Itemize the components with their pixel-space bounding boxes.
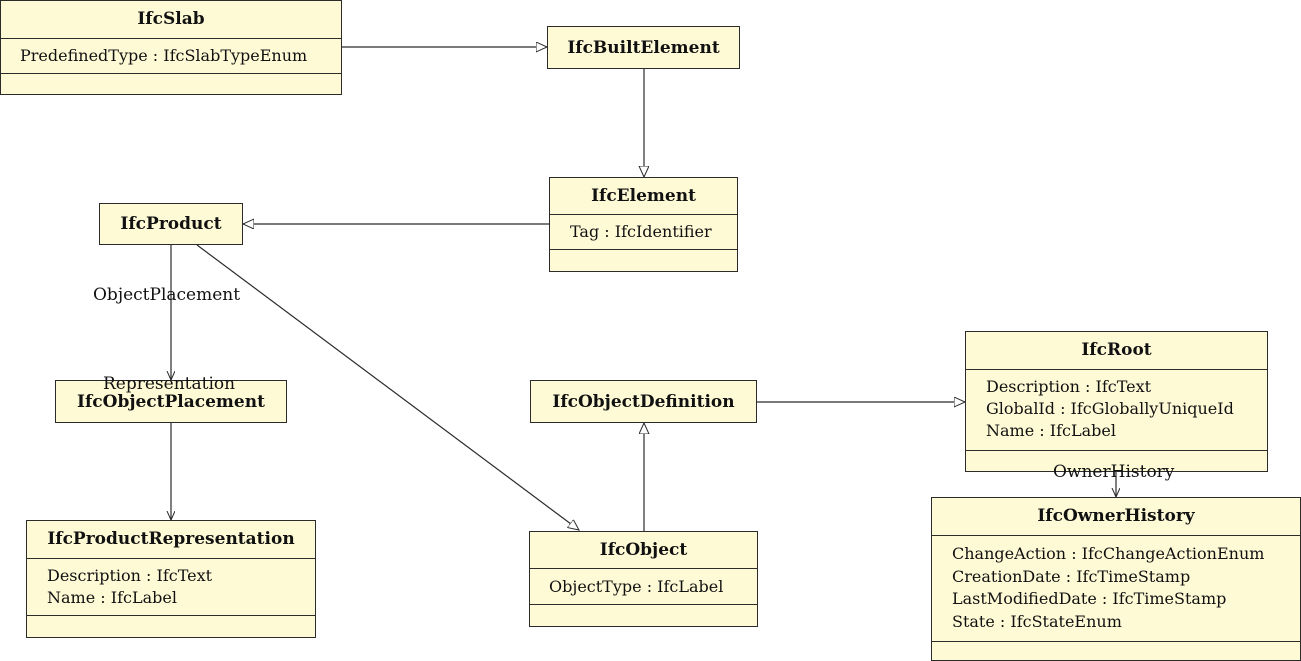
class-ifcelement[interactable]: IfcElement Tag : IfcIdentifier xyxy=(549,177,738,272)
class-attributes: ObjectType : IfcLabel xyxy=(530,568,757,604)
class-ifcownerhistory[interactable]: IfcOwnerHistory ChangeAction : IfcChange… xyxy=(931,497,1301,661)
attribute: PredefinedType : IfcSlabTypeEnum xyxy=(20,46,308,65)
attribute: Name : IfcLabel xyxy=(986,421,1116,440)
label-owner-history: OwnerHistory xyxy=(1053,462,1175,482)
class-name: IfcOwnerHistory xyxy=(1037,506,1195,526)
class-name: IfcRoot xyxy=(1081,340,1152,360)
class-name: IfcObjectDefinition xyxy=(552,391,735,412)
class-ifcproduct[interactable]: IfcProduct xyxy=(99,203,243,245)
class-name: IfcObject xyxy=(599,540,688,560)
class-operations xyxy=(530,604,757,622)
attribute: GlobalId : IfcGloballyUniqueId xyxy=(986,399,1234,418)
attribute: CreationDate : IfcTimeStamp xyxy=(952,566,1191,586)
class-attributes: Tag : IfcIdentifier xyxy=(550,214,737,249)
class-ifcslab[interactable]: IfcSlab PredefinedType : IfcSlabTypeEnum xyxy=(0,0,342,95)
label-object-placement: ObjectPlacement xyxy=(93,285,241,305)
attribute: Description : IfcText xyxy=(47,566,213,585)
attribute: Description : IfcText xyxy=(986,377,1152,396)
class-ifcobjectplacement[interactable]: IfcObjectPlacement xyxy=(55,380,287,423)
class-operations xyxy=(27,615,315,633)
generalization-product-object xyxy=(196,244,579,530)
class-attributes: PredefinedType : IfcSlabTypeEnum xyxy=(1,38,341,73)
class-attributes: Description : IfcText GlobalId : IfcGlob… xyxy=(966,369,1267,450)
class-ifcproductrepresentation[interactable]: IfcProductRepresentation Description : I… xyxy=(26,520,316,638)
class-operations xyxy=(966,450,1267,468)
class-ifcroot[interactable]: IfcRoot Description : IfcText GlobalId :… xyxy=(965,331,1268,472)
class-attributes: Description : IfcText Name : IfcLabel xyxy=(27,558,315,615)
class-attributes: ChangeAction : IfcChangeActionEnum Creat… xyxy=(932,535,1300,641)
attribute: LastModifiedDate : IfcTimeStamp xyxy=(952,589,1227,608)
class-operations xyxy=(932,641,1300,659)
class-ifcbuiltelement[interactable]: IfcBuiltElement xyxy=(547,26,740,69)
attribute: Name : IfcLabel xyxy=(47,588,177,607)
class-name: IfcBuiltElement xyxy=(567,37,720,58)
class-ifcobject[interactable]: IfcObject ObjectType : IfcLabel xyxy=(529,531,758,627)
class-name: IfcObjectPlacement xyxy=(77,391,265,412)
class-operations xyxy=(1,73,341,91)
class-name: IfcElement xyxy=(591,186,696,206)
class-operations xyxy=(550,249,737,267)
class-name: IfcProductRepresentation xyxy=(47,529,295,549)
label-representation: Representation xyxy=(103,374,236,394)
attribute: ObjectType : IfcLabel xyxy=(549,577,724,596)
attribute: Tag : IfcIdentifier xyxy=(570,222,712,241)
class-name: IfcSlab xyxy=(137,9,205,29)
class-ifcobjectdefinition[interactable]: IfcObjectDefinition xyxy=(530,380,757,423)
class-name: IfcProduct xyxy=(120,214,222,234)
attribute: State : IfcStateEnum xyxy=(952,611,1122,631)
attribute: ChangeAction : IfcChangeActionEnum xyxy=(952,544,1265,563)
